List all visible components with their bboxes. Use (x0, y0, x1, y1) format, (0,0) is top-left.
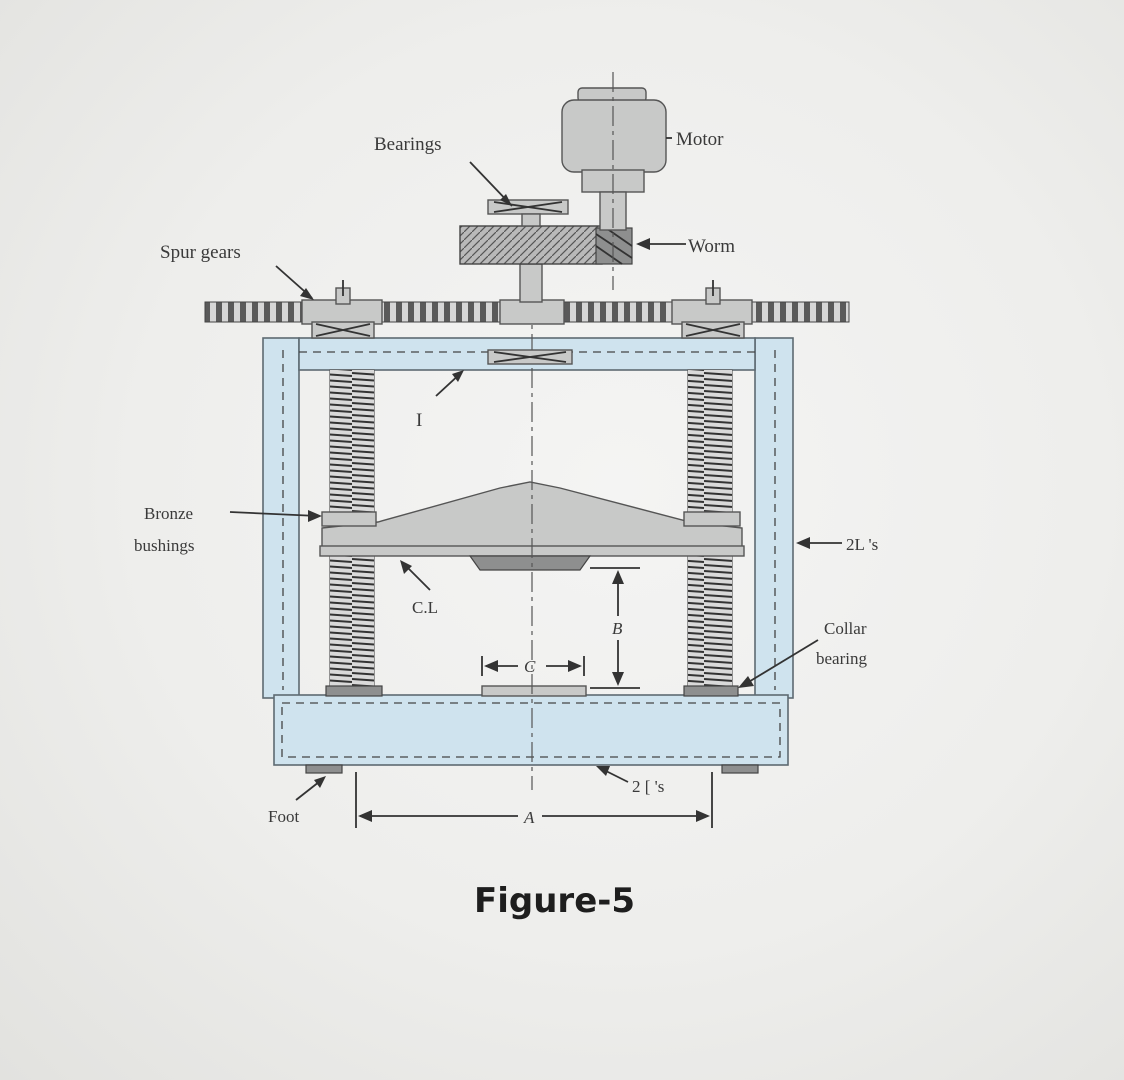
label-2-channels: 2 [ 's (632, 777, 664, 796)
dimension-a: A (355, 772, 713, 828)
anvil (481, 685, 587, 697)
label-bearing: bearing (816, 649, 867, 668)
right-column (754, 337, 794, 699)
label-dim-a: A (523, 808, 535, 827)
figure-caption: Figure-5 (474, 881, 635, 921)
foot-left (305, 764, 343, 774)
label-motor: Motor (676, 129, 724, 150)
left-column (262, 337, 300, 699)
label-bearings: Bearings (374, 134, 442, 155)
spur-gear-train (204, 280, 850, 339)
bushing-right (683, 511, 741, 527)
dimension-c: C (481, 656, 585, 676)
label-cl: C.L (412, 598, 438, 617)
label-dim-b: B (612, 619, 623, 638)
foot-right (721, 764, 759, 774)
main-shaft (519, 263, 543, 303)
label-foot: Foot (268, 807, 299, 826)
bushing-left (321, 511, 377, 527)
motor (561, 72, 667, 290)
label-bronze: Bronze (144, 504, 193, 523)
label-dim-c: C (524, 657, 536, 676)
label-collar: Collar (824, 619, 867, 638)
label-bushings: bushings (134, 536, 194, 555)
base-beam (273, 694, 789, 766)
label-spur-gears: Spur gears (160, 242, 241, 263)
collar-bearing-right (683, 685, 739, 697)
label-section-mark: I (416, 410, 422, 431)
collar-bearing-left (325, 685, 383, 697)
top-bearing (487, 349, 573, 365)
worm-gear (459, 225, 633, 265)
dimension-b: B (590, 567, 640, 689)
label-worm: Worm (688, 236, 735, 257)
upper-bearing (487, 199, 569, 227)
label-2L: 2L 's (846, 535, 878, 554)
